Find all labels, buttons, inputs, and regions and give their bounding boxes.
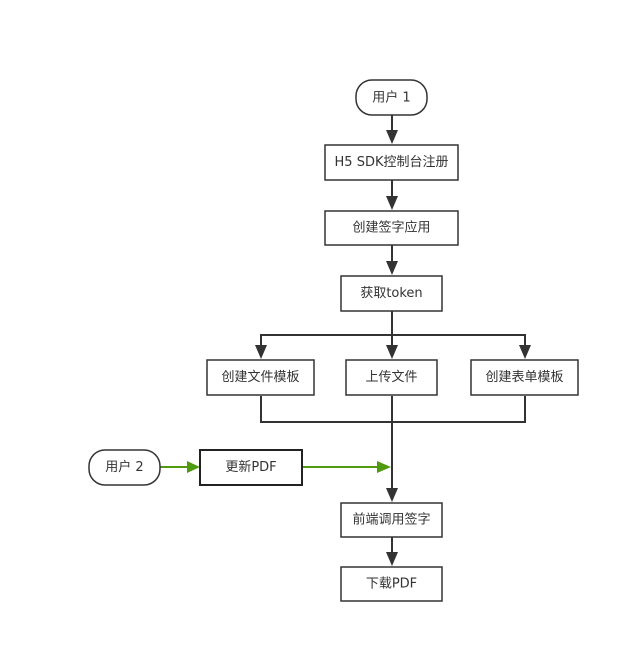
node-frontend-sign: 前端调用签字 [340, 502, 443, 538]
node-user2-label: 用户 2 [105, 459, 143, 475]
node-get-token-shape [340, 275, 443, 312]
node-upload-file: 上传文件 [345, 359, 438, 396]
node-download-pdf-shape [340, 566, 443, 602]
arrowhead [386, 552, 398, 566]
node-update-pdf-shape [199, 449, 303, 486]
arrowhead-green [187, 461, 200, 473]
node-create-form-template-shape [470, 359, 579, 396]
node-user2-shape [88, 449, 161, 486]
node-create-sign-app-shape [324, 210, 459, 246]
node-update-pdf-label: 更新PDF [225, 459, 276, 475]
node-create-file-template-label: 创建文件模板 [221, 370, 299, 385]
node-create-file-template: 创建文件模板 [206, 359, 315, 396]
node-user1: 用户 1 [355, 79, 428, 116]
node-upload-file-label: 上传文件 [365, 370, 417, 385]
arrowhead-green [377, 461, 391, 473]
node-create-sign-app-label: 创建签字应用 [352, 220, 430, 236]
node-frontend-sign-shape [340, 502, 443, 538]
arrowhead [519, 345, 531, 359]
connectors [160, 115, 531, 566]
node-create-sign-app: 创建签字应用 [324, 210, 459, 246]
node-download-pdf-label: 下载PDF [366, 577, 417, 592]
arrowhead [255, 345, 267, 359]
node-upload-file-shape [345, 359, 438, 396]
node-get-token: 获取token [340, 275, 443, 312]
arrowhead [386, 130, 398, 144]
arrowhead [386, 196, 398, 210]
arrowhead [386, 345, 398, 359]
node-user2: 用户 2 [88, 449, 161, 486]
node-user1-shape [355, 79, 428, 116]
arrowhead [386, 261, 398, 275]
node-h5-register-label: H5 SDK控制台注册 [335, 155, 449, 170]
arrowhead [386, 488, 398, 502]
node-download-pdf: 下载PDF [340, 566, 443, 602]
node-user1-label: 用户 1 [372, 90, 410, 106]
node-h5-register-shape [324, 144, 459, 181]
node-create-form-template: 创建表单模板 [470, 359, 579, 396]
node-update-pdf: 更新PDF [199, 449, 303, 486]
edge-token-branch-bar [260, 334, 526, 345]
node-create-file-template-shape [206, 359, 315, 396]
node-frontend-sign-label: 前端调用签字 [352, 512, 430, 528]
node-h5-register: H5 SDK控制台注册 [324, 144, 459, 181]
node-create-form-template-label: 创建表单模板 [485, 370, 563, 385]
node-get-token-label: 获取token [360, 286, 422, 301]
